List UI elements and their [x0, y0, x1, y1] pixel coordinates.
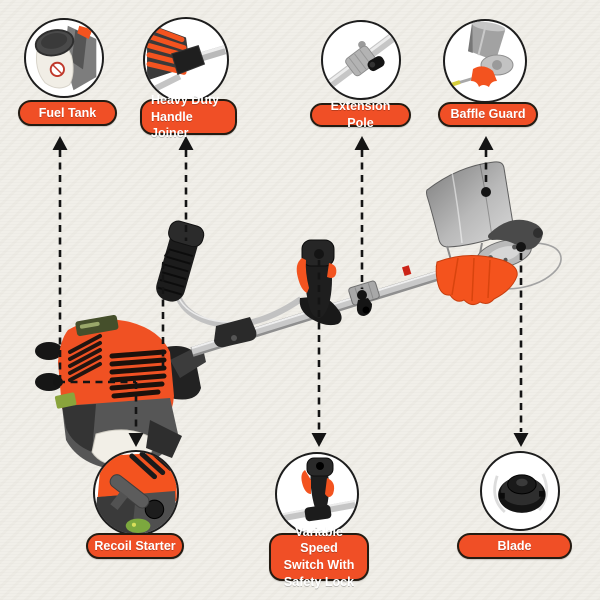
handle-joiner-line-2 [161, 250, 170, 377]
recoil-starter-line [58, 380, 138, 432]
arrow-down-icon [513, 433, 529, 447]
pointer-dot [53, 377, 63, 387]
arrow-down-icon [311, 433, 327, 447]
baffle-guard-label: Baffle Guard [438, 102, 538, 127]
pointer-dot [357, 290, 367, 300]
arrow-up-icon [354, 136, 370, 150]
pointer-dot [314, 249, 324, 259]
baffle-guard-photo [443, 19, 527, 103]
extension-pole-photo [321, 20, 401, 100]
arrow-up-icon [478, 136, 494, 150]
pointer-dot [516, 242, 526, 252]
handle-joiner-photo [143, 17, 229, 103]
recoil-starter-photo [93, 450, 179, 536]
arrow-up-icon [178, 136, 194, 150]
handle-joiner-label: Heavy Duty Handle Joiner [140, 93, 237, 140]
arrow-up-icon [52, 136, 68, 150]
pointer-dot [481, 187, 491, 197]
recoil-starter-label: Recoil Starter [86, 533, 184, 559]
arrow-down-icon [128, 433, 144, 447]
fuel-tank-photo [24, 18, 104, 98]
fuel-tank-label: Fuel Tank [18, 100, 117, 126]
speed-switch-label: Variable Speed Switch With Safety Lock [269, 525, 369, 589]
blade-label: Blade [457, 533, 572, 559]
extension-pole-label: Extension Pole [310, 99, 411, 130]
blade-photo [480, 451, 560, 531]
speed-switch-photo [275, 452, 359, 536]
